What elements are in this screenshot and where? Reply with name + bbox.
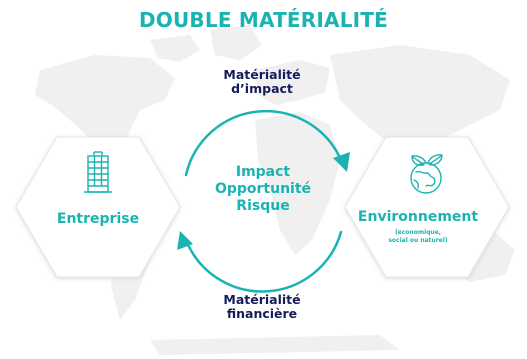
entreprise-label: Entreprise — [56, 211, 140, 227]
impact-materiality-label: Matérialité d’impact — [192, 68, 332, 96]
bottom-arc-arrow — [184, 230, 343, 293]
financial-materiality-line2: financière — [226, 306, 298, 321]
entreprise-hexagon — [15, 136, 181, 278]
impact-materiality-line2: d’impact — [231, 81, 293, 96]
environnement-sublabel-line1: (économique, — [394, 229, 442, 236]
globe-leaves-icon — [410, 154, 443, 194]
environnement-sublabel-line2: social ou naturel) — [388, 237, 448, 244]
center-line-impact: Impact — [235, 164, 291, 180]
building-icon — [84, 151, 112, 193]
page-title: DOUBLE MATÉRIALITÉ — [138, 8, 388, 32]
impact-materiality-line1: Matérialité — [223, 67, 301, 82]
financial-materiality-label: Matérialité financière — [192, 293, 332, 321]
center-text: Impact Opportunité Risque — [183, 164, 343, 215]
top-arrowhead — [333, 152, 350, 172]
bottom-arrowhead — [177, 231, 193, 250]
environnement-label: Environnement — [357, 209, 479, 225]
environnement-sublabel: (économique, social ou naturel) — [360, 229, 476, 245]
center-line-opportunite: Opportunité — [214, 181, 312, 197]
top-arc-arrow — [184, 109, 343, 177]
financial-materiality-line1: Matérialité — [223, 292, 301, 307]
center-line-risque: Risque — [236, 198, 290, 214]
environnement-hexagon — [344, 136, 510, 278]
